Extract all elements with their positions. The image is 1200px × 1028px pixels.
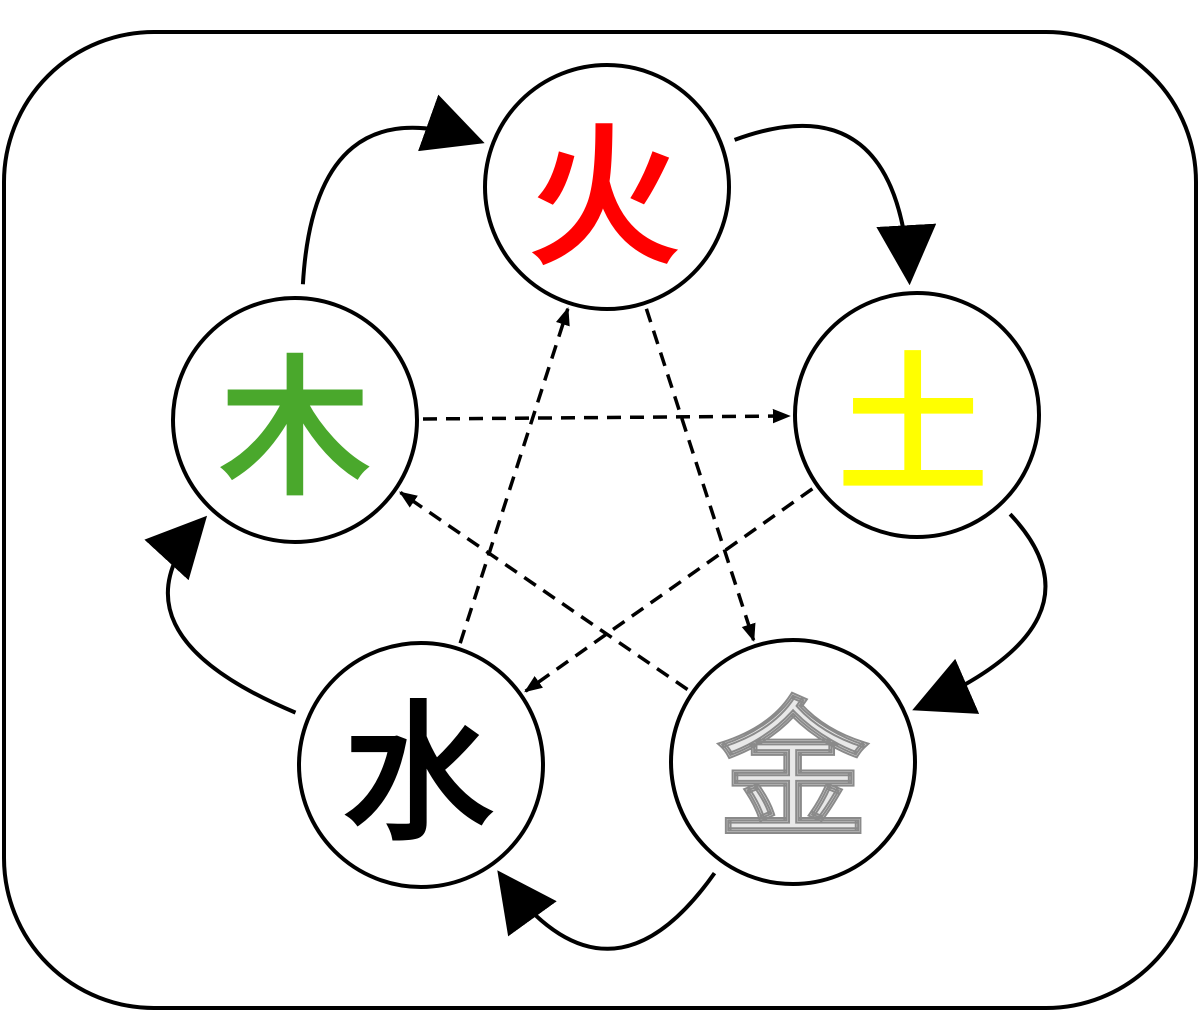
generating-arrow-fire-to-earth [733,123,937,286]
node-circle-earth [793,291,1041,539]
node-wood: 木 [171,296,419,544]
node-label-water: 水 [343,688,494,862]
node-circle-wood [171,296,419,544]
controlling-arrow-water-to-fire [458,307,570,644]
node-label-earth: 土 [838,340,988,514]
controlling-arrow-wood-to-earth [422,408,791,424]
node-earth: 土 [793,291,1041,539]
node-label-fire: 火 [529,112,679,286]
controlling-arrow-earth-to-water [524,487,814,693]
node-label-wood: 木 [220,343,370,517]
controlling-arrow-metal-to-wood [399,491,689,691]
generating-arrow-water-to-wood [144,515,297,715]
controlling-cycle [399,307,814,693]
node-metal: 金 [669,638,917,886]
generating-arrow-metal-to-water [497,870,717,951]
element-nodes: 火土金 水木 [171,63,1041,889]
generating-arrow-wood-to-fire [300,94,485,285]
generating-cycle [144,94,1048,951]
node-label-metal: 金 [717,685,869,859]
node-circle-fire [483,63,731,311]
generating-arrow-earth-to-metal [912,512,1048,714]
node-water: 水 [297,641,545,889]
controlling-arrow-fire-to-metal [644,308,756,642]
node-circle-metal [669,638,917,886]
node-fire: 火 [483,63,731,311]
node-circle-water [297,641,545,889]
